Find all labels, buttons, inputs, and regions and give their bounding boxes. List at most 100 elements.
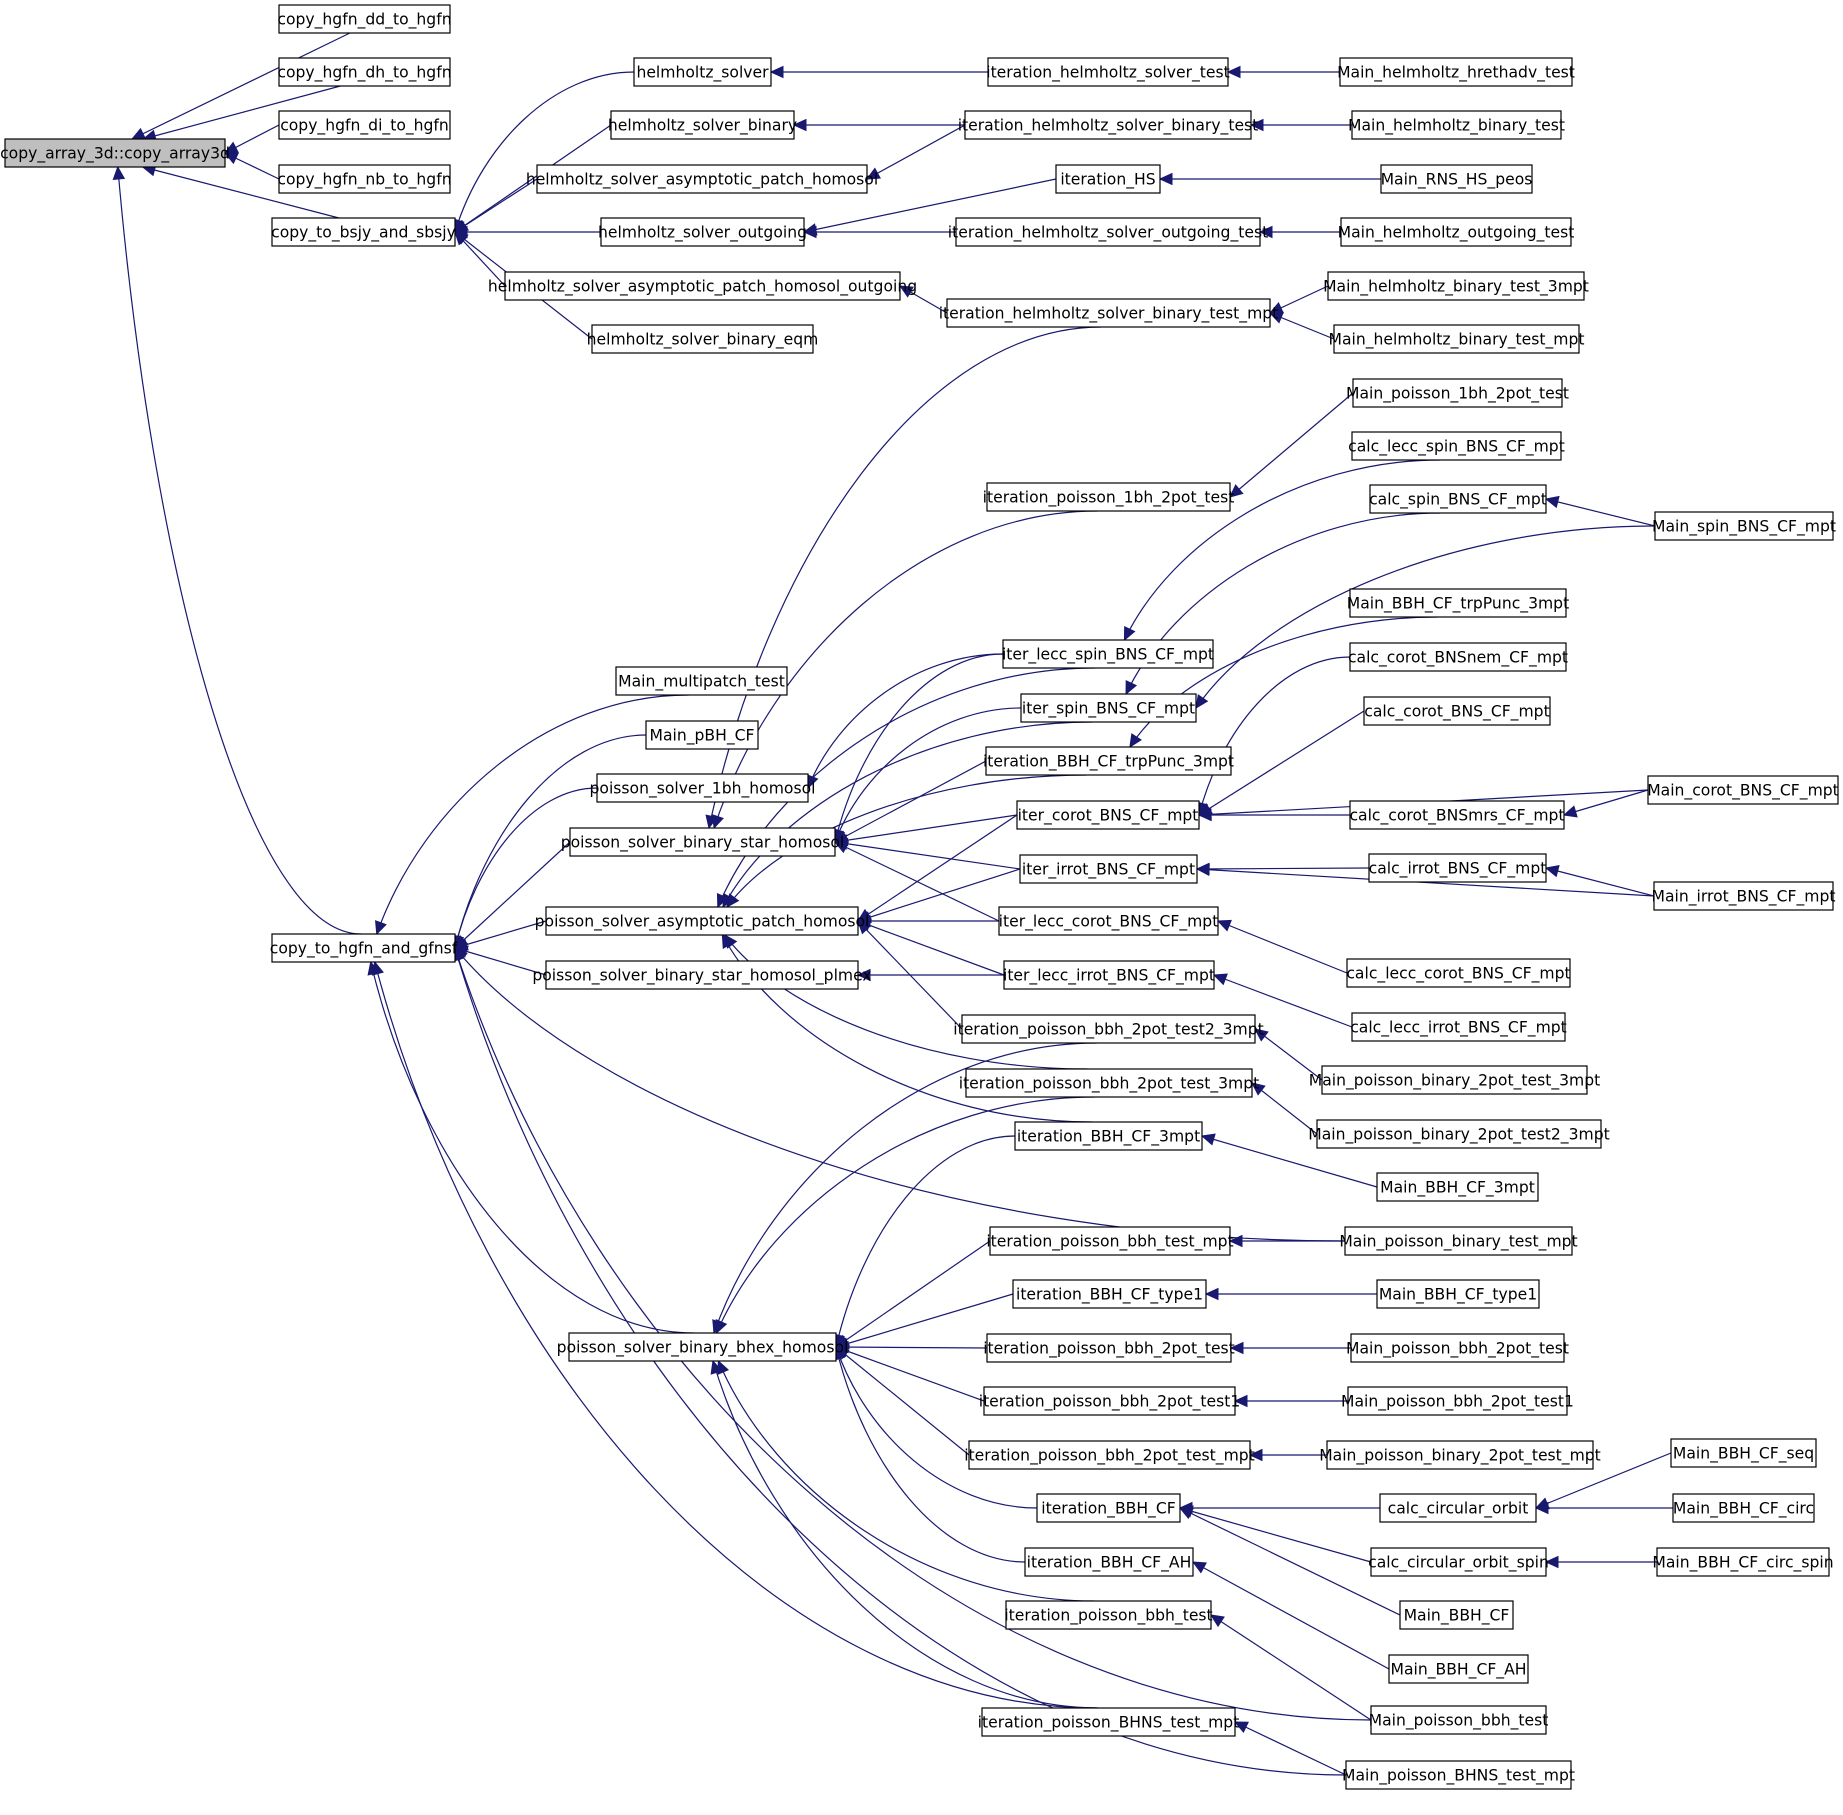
graph-node[interactable]: Main_pBH_CF <box>645 720 759 750</box>
graph-node[interactable]: Main_multipatch_test <box>615 666 788 696</box>
call-edge <box>1258 225 1341 239</box>
node-box <box>955 217 1261 247</box>
graph-node[interactable]: helmholtz_solver_binary <box>608 110 797 140</box>
graph-node[interactable]: Main_poisson_1bh_2pot_test <box>1346 378 1569 408</box>
graph-node[interactable]: Main_BBH_CF_trpPunc_3mpt <box>1347 588 1569 618</box>
graph-node[interactable]: Main_corot_BNS_CF_mpt <box>1647 775 1839 805</box>
graph-node[interactable]: Main_poisson_bbh_test <box>1369 1705 1549 1735</box>
graph-node[interactable]: Main_BBH_CF_type1 <box>1376 1279 1540 1309</box>
graph-node[interactable]: Main_BBH_CF_circ <box>1672 1493 1815 1523</box>
graph-node[interactable]: iter_lecc_irrot_BNS_CF_mpt <box>1003 960 1215 990</box>
graph-node[interactable]: helmholtz_solver <box>633 57 772 87</box>
arrowhead <box>1248 1448 1263 1462</box>
graph-node[interactable]: iteration_poisson_bbh_test <box>1004 1600 1213 1630</box>
graph-node[interactable]: iteration_BBH_CF_trpPunc_3mpt <box>983 746 1234 776</box>
arrowhead <box>856 968 871 982</box>
graph-node[interactable]: iter_lecc_spin_BNS_CF_mpt <box>1002 639 1214 669</box>
graph-node[interactable]: iteration_HS <box>1055 164 1161 194</box>
arrowhead <box>223 152 239 165</box>
graph-node[interactable]: calc_circular_orbit <box>1379 1493 1537 1523</box>
graph-node[interactable]: iteration_poisson_bbh_2pot_test <box>983 1333 1235 1363</box>
graph-node[interactable]: calc_irrot_BNS_CF_mpt <box>1368 853 1547 883</box>
graph-node[interactable]: iteration_helmholtz_solver_outgoing_test <box>948 217 1268 247</box>
graph-node[interactable]: iteration_poisson_bbh_test_mpt <box>986 1226 1234 1256</box>
graph-node[interactable]: copy_to_hgfn_and_gfnsf <box>270 933 458 963</box>
graph-node[interactable]: Main_BBH_CF_3mpt <box>1376 1172 1539 1202</box>
graph-node[interactable]: calc_corot_BNSnem_CF_mpt <box>1348 642 1568 672</box>
graph-node[interactable]: iteration_poisson_BHNS_test_mpt <box>978 1707 1240 1737</box>
graph-node[interactable]: calc_lecc_irrot_BNS_CF_mpt <box>1350 1012 1567 1042</box>
graph-node[interactable]: Main_poisson_bbh_2pot_test <box>1346 1333 1569 1363</box>
graph-node[interactable]: Main_helmholtz_outgoing_test <box>1338 217 1575 247</box>
graph-node[interactable]: Main_poisson_binary_2pot_test_mpt <box>1319 1440 1601 1470</box>
node-label: Main_BBH_CF_trpPunc_3mpt <box>1347 595 1569 614</box>
edge-line <box>1545 867 1655 897</box>
graph-node[interactable]: Main_poisson_binary_2pot_test2_3mpt <box>1308 1119 1610 1149</box>
graph-node[interactable]: Main_BBH_CF_AH <box>1388 1654 1529 1684</box>
graph-node[interactable]: Main_BBH_CF_seq <box>1670 1438 1817 1468</box>
graph-node[interactable]: iter_irrot_BNS_CF_mpt <box>1019 854 1198 884</box>
graph-node[interactable]: poisson_solver_binary_bhex_homosol <box>557 1332 849 1362</box>
graph-node[interactable]: Main_helmholtz_binary_test <box>1348 110 1565 140</box>
graph-node[interactable]: Main_poisson_BHNS_test_mpt <box>1342 1760 1575 1790</box>
graph-node[interactable]: iter_corot_BNS_CF_mpt <box>1016 800 1200 830</box>
call-edge <box>1129 616 1438 749</box>
graph-node[interactable]: poisson_solver_binary_star_homosol_plmex <box>532 960 872 990</box>
node-box <box>569 827 836 857</box>
graph-node[interactable]: Main_helmholtz_binary_test_3mpt <box>1323 271 1589 301</box>
graph-node[interactable]: iteration_helmholtz_solver_binary_test <box>958 110 1259 140</box>
graph-node[interactable]: copy_hgfn_nb_to_hgfn <box>277 164 452 194</box>
graph-node[interactable]: calc_lecc_corot_BNS_CF_mpt <box>1346 958 1571 988</box>
graph-node[interactable]: helmholtz_solver_outgoing <box>598 217 807 247</box>
graph-node[interactable]: calc_circular_orbit_spin <box>1368 1547 1549 1577</box>
graph-node[interactable]: calc_lecc_spin_BNS_CF_mpt <box>1348 431 1565 461</box>
graph-node[interactable]: Main_poisson_bbh_2pot_test1 <box>1341 1386 1574 1416</box>
graph-node[interactable]: helmholtz_solver_binary_eqm <box>587 324 819 354</box>
edge-line <box>1123 459 1441 641</box>
graph-node[interactable]: copy_to_bsjy_and_sbsjy <box>271 217 456 247</box>
call-edge <box>1248 1448 1327 1462</box>
graph-node[interactable]: Main_helmholtz_binary_test_mpt <box>1329 324 1585 354</box>
graph-node[interactable]: iter_lecc_corot_BNS_CF_mpt <box>998 906 1219 936</box>
graph-node[interactable]: Main_BBH_CF <box>1399 1600 1514 1630</box>
graph-node[interactable]: poisson_solver_1bh_homosol <box>590 773 816 803</box>
graph-node[interactable]: Main_irrot_BNS_CF_mpt <box>1652 881 1836 911</box>
graph-node[interactable]: iteration_helmholtz_solver_test <box>986 57 1230 87</box>
graph-node[interactable]: Main_spin_BNS_CF_mpt <box>1652 511 1836 541</box>
graph-node[interactable]: helmholtz_solver_asymptotic_patch_homoso… <box>488 271 917 301</box>
graph-node[interactable]: Main_RNS_HS_peos <box>1380 164 1533 194</box>
graph-node[interactable]: copy_hgfn_dd_to_hgfn <box>277 4 452 34</box>
graph-node[interactable]: iteration_BBH_CF_AH <box>1024 1547 1194 1577</box>
edge-line <box>712 1360 1099 1709</box>
graph-node[interactable]: Main_helmholtz_hrethadv_test <box>1337 57 1575 87</box>
graph-node[interactable]: iter_spin_BNS_CF_mpt <box>1020 693 1197 723</box>
graph-node[interactable]: Main_BBH_CF_circ_spin <box>1652 1547 1834 1577</box>
graph-node[interactable]: iteration_BBH_CF <box>1036 1493 1181 1523</box>
graph-node[interactable]: calc_corot_BNS_CF_mpt <box>1363 696 1551 726</box>
graph-node[interactable]: calc_corot_BNSmrs_CF_mpt <box>1349 800 1565 830</box>
edge-line <box>834 707 1022 843</box>
graph-node[interactable]: iteration_poisson_bbh_2pot_test2_3mpt <box>953 1014 1264 1044</box>
graph-node[interactable]: iteration_poisson_1bh_2pot_test <box>983 482 1235 512</box>
graph-node[interactable]: Main_poisson_binary_2pot_test_3mpt <box>1309 1065 1601 1095</box>
graph-node[interactable]: iteration_poisson_bbh_2pot_test1 <box>979 1386 1241 1416</box>
graph-node[interactable]: iteration_helmholtz_solver_binary_test_m… <box>939 298 1279 328</box>
node-box <box>1376 1172 1539 1202</box>
graph-node[interactable]: iteration_BBH_CF_type1 <box>1012 1279 1207 1309</box>
graph-node[interactable]: iteration_poisson_bbh_2pot_test_mpt <box>964 1440 1255 1470</box>
graph-node[interactable]: Main_poisson_binary_test_mpt <box>1339 1226 1578 1256</box>
arrowhead <box>865 167 881 180</box>
graph-node[interactable]: copy_hgfn_di_to_hgfn <box>278 110 451 140</box>
graph-node[interactable]: calc_spin_BNS_CF_mpt <box>1369 484 1547 514</box>
graph-node[interactable]: iteration_poisson_bbh_2pot_test_3mpt <box>959 1068 1260 1098</box>
graph-node[interactable]: copy_hgfn_dh_to_hgfn <box>277 57 452 87</box>
graph-node[interactable]: iteration_BBH_CF_3mpt <box>1014 1121 1203 1151</box>
arrowhead <box>1212 973 1228 986</box>
graph-node[interactable]: poisson_solver_asymptotic_patch_homosol <box>535 906 870 936</box>
node-label: iteration_BBH_CF_type1 <box>1016 1286 1203 1305</box>
call-edge <box>1178 1507 1401 1616</box>
node-label: Main_helmholtz_binary_test_mpt <box>1329 331 1585 350</box>
root-node[interactable]: copy_array_3d::copy_array3d <box>0 138 230 168</box>
graph-node[interactable]: poisson_solver_binary_star_homosol <box>561 827 845 857</box>
graph-node[interactable]: helmholtz_solver_asymptotic_patch_homoso… <box>526 164 878 194</box>
